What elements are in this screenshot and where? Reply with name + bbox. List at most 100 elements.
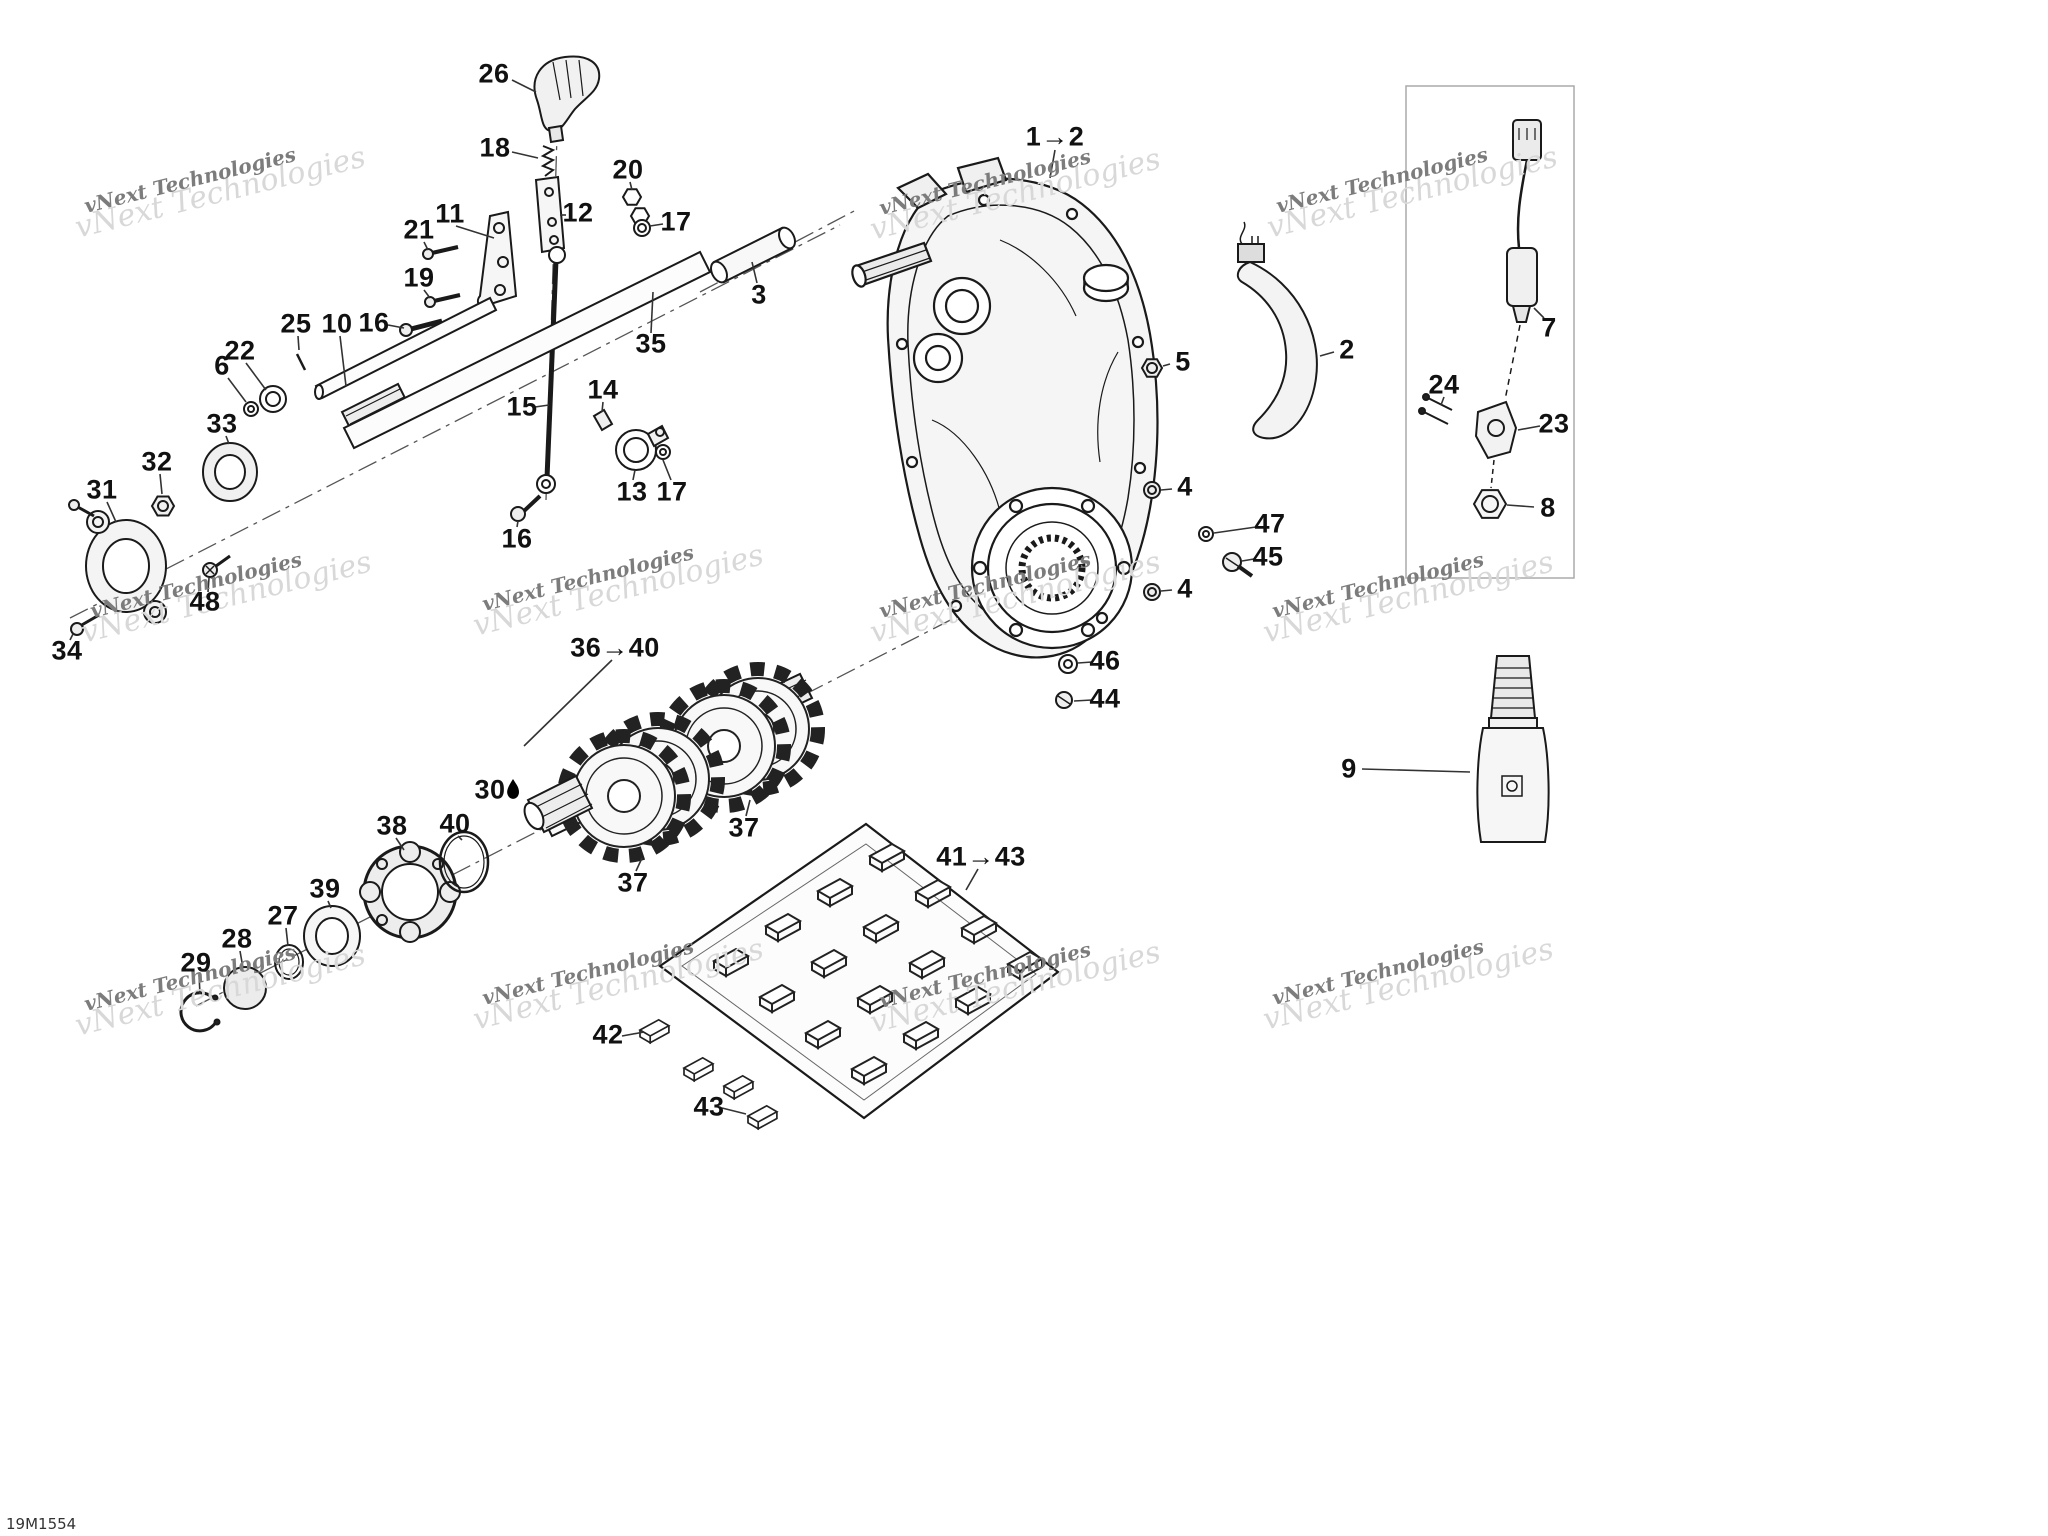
leader-line-29 [1440, 396, 1445, 406]
part-callout-37-48: 37 [728, 812, 760, 843]
part-callout-20-2: 20 [612, 154, 644, 185]
part-callout-18-1: 18 [479, 132, 511, 163]
part-callout-29-46: 29 [180, 947, 212, 978]
part-callout-8-31: 8 [1540, 492, 1556, 523]
part-callout-27-44: 27 [267, 900, 299, 931]
leader-line-11 [245, 362, 267, 391]
leader-line-9 [297, 335, 300, 351]
leader-line-22 [632, 469, 636, 481]
leader-line-26 [1162, 363, 1171, 367]
sensor-and-arm-group [1055, 119, 1542, 709]
leader-line-36 [1077, 661, 1093, 664]
axle-sprocket-assembly [507, 669, 818, 856]
leader-line-35 [1160, 589, 1173, 592]
leader-line-1 [511, 151, 539, 159]
part-callout-2-27: 2 [1339, 334, 1355, 365]
leader-line-24 [516, 520, 519, 528]
leader-line-33 [1213, 526, 1257, 534]
part-callout-26-0: 26 [478, 58, 510, 89]
leader-line-12 [227, 377, 247, 403]
part-callout-32-14: 32 [141, 446, 173, 477]
leader-line-47 [635, 857, 643, 872]
leader-line-5 [455, 225, 495, 239]
part-callout-4-35: 4 [1177, 573, 1193, 604]
leader-line-10 [339, 335, 347, 387]
leader-line-13 [225, 435, 230, 445]
leader-line-37 [1073, 699, 1093, 702]
part-callout-34-16: 34 [51, 635, 83, 666]
part-callout-9-38: 9 [1341, 753, 1357, 784]
part-callout-22-11: 22 [224, 335, 256, 366]
leader-line-31 [1506, 504, 1535, 508]
doc-id: 19M1554 [6, 1515, 77, 1533]
leader-line-45 [239, 950, 244, 969]
leader-line-23 [662, 459, 672, 481]
leader-line-16 [69, 633, 74, 641]
leader-line-42 [457, 835, 463, 841]
part-callout-17-4: 17 [660, 206, 692, 237]
part-callout-23-30: 23 [1538, 408, 1570, 439]
part-callout-19-7: 19 [403, 262, 435, 293]
part-callout-44-37: 44 [1089, 683, 1121, 714]
part-callout-11-5: 11 [435, 198, 465, 229]
leader-line-48 [745, 799, 751, 817]
part-callout-28-45: 28 [221, 923, 253, 954]
leader-line-14 [159, 473, 163, 495]
part-callout-16-8: 16 [358, 307, 390, 338]
part-callout-14-21: 14 [587, 374, 619, 405]
leader-line-44 [285, 927, 289, 947]
part-callout-36-40-39: 36→40 [570, 632, 660, 663]
leader-line-41 [395, 837, 405, 851]
leader-line-18 [650, 291, 654, 334]
part-callout-1-2-25: 1→2 [1025, 121, 1085, 152]
part-callout-6-12: 6 [214, 350, 230, 381]
flange-bearing-group [68, 385, 287, 636]
leader-line-43 [327, 900, 332, 909]
leader-line-0 [511, 79, 537, 93]
leader-line-38 [1361, 768, 1471, 773]
leader-line-15 [106, 501, 117, 523]
leader-line-46 [198, 974, 201, 995]
part-callout-16-24: 16 [501, 523, 533, 554]
part-callout-25-9: 25 [280, 308, 312, 339]
leader-line-20 [534, 404, 550, 408]
leader-line-28 [1533, 307, 1545, 319]
part-callout-10-10: 10 [321, 308, 353, 339]
leader-line-25 [1049, 149, 1056, 179]
part-callout-33-13: 33 [206, 408, 238, 439]
part-callout-5-26: 5 [1175, 346, 1191, 377]
part-callout-12-3: 12 [562, 197, 594, 228]
leader-lines [69, 79, 1545, 1115]
part-callout-40-42: 40 [439, 808, 471, 839]
leader-line-32 [1160, 488, 1173, 491]
shift-lever-assembly [399, 55, 671, 522]
part-callout-4-32: 4 [1177, 471, 1193, 502]
leader-line-8 [387, 324, 405, 329]
leader-line-50 [621, 1031, 645, 1037]
leader-line-17 [207, 577, 210, 593]
oil-bottle [1476, 655, 1550, 843]
part-callout-38-41: 38 [376, 810, 408, 841]
part-callout-41-43-49: 41→43 [936, 841, 1026, 872]
oil-drop-icon [507, 779, 519, 799]
part-callout-39-43: 39 [309, 873, 341, 904]
leader-line-39 [523, 659, 613, 747]
part-callout-21-6: 21 [403, 214, 435, 245]
part-callout-47-33: 47 [1254, 508, 1286, 539]
part-callout-43-51: 43 [693, 1091, 725, 1122]
part-callout-45-34: 45 [1252, 541, 1284, 572]
part-callout-35-18: 35 [635, 328, 667, 359]
part-callout-31-15: 31 [86, 474, 118, 505]
part-callout-48-17: 48 [189, 586, 221, 617]
leader-line-19 [751, 261, 758, 284]
part-callout-42-50: 42 [592, 1019, 624, 1050]
part-callout-17-23: 17 [656, 476, 688, 507]
leader-line-21 [601, 401, 604, 413]
part-callout-46-36: 46 [1089, 645, 1121, 676]
part-callout-3-19: 3 [751, 279, 767, 310]
part-callout-30-40: 30 [474, 774, 506, 805]
leader-line-2 [629, 181, 633, 191]
leader-line-27 [1319, 351, 1335, 357]
